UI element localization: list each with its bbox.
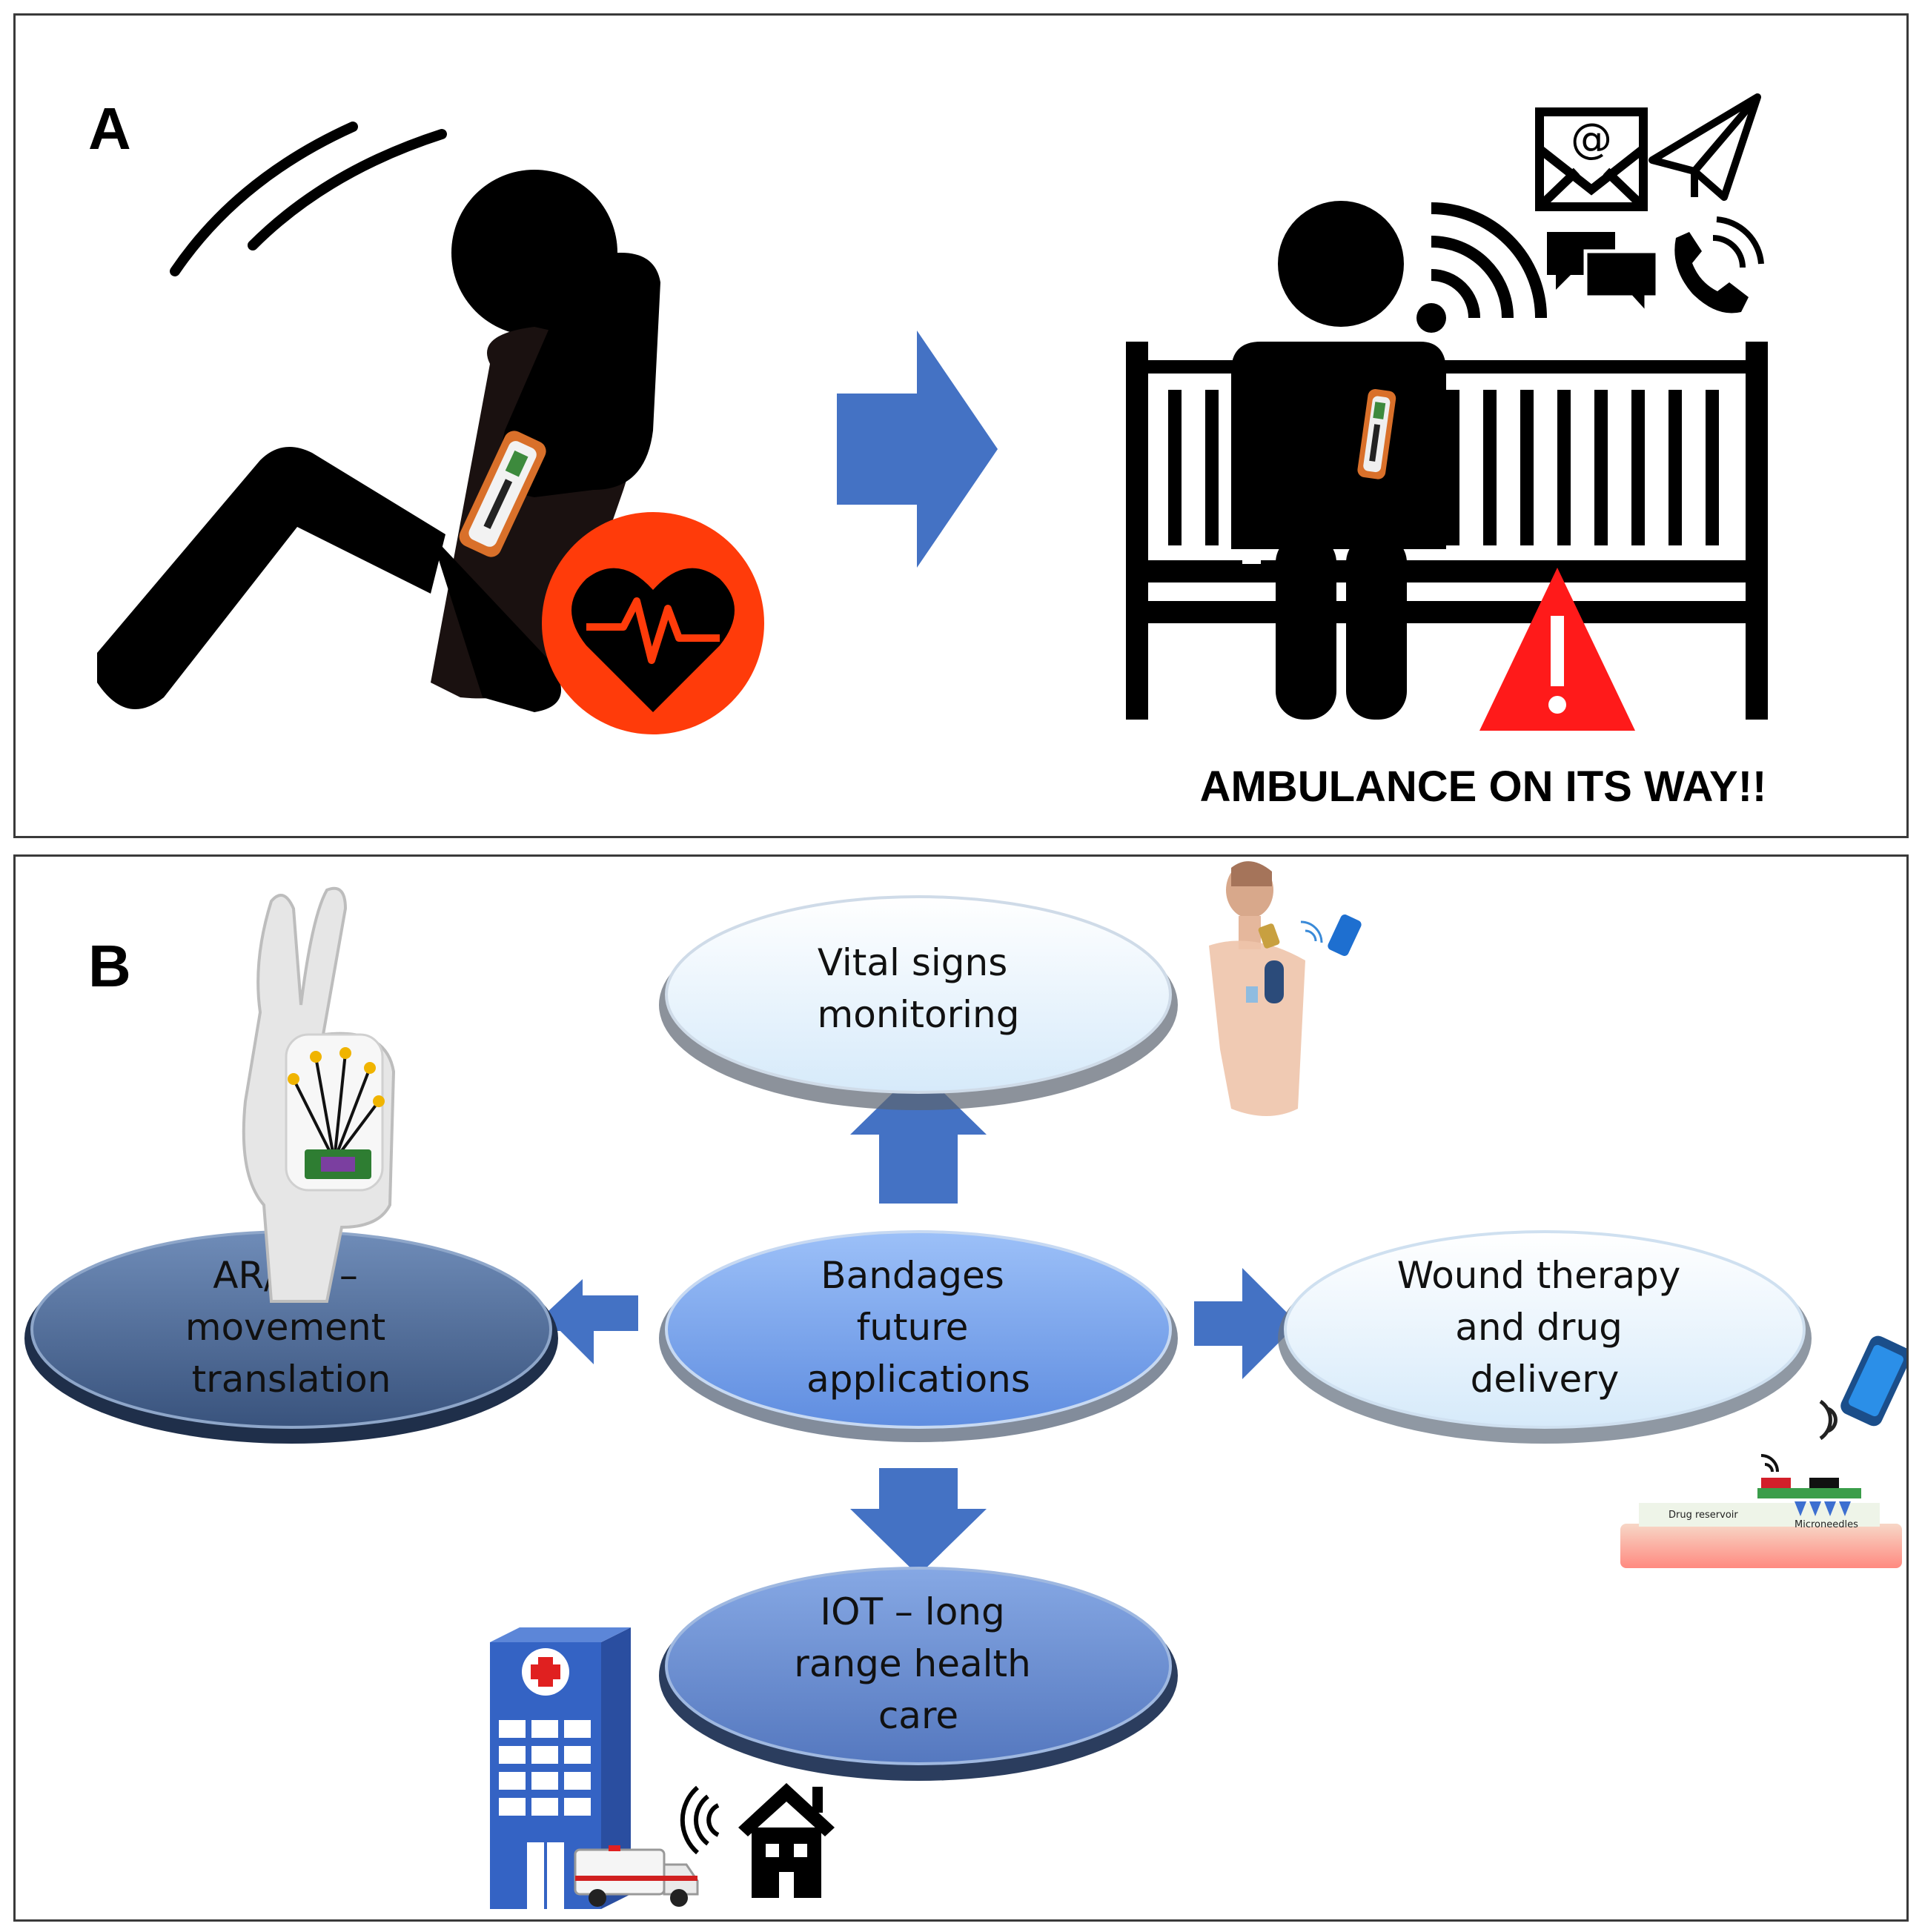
wearable-bandage-icon (1357, 389, 1396, 479)
drug-reservoir-label: Drug reservoir (1669, 1510, 1738, 1521)
svg-text:@: @ (1571, 115, 1612, 163)
panel-a: A (13, 13, 1909, 838)
panel-b-canvas: B Bandages future applications Vital sig… (24, 861, 1906, 1909)
warning-icon (1479, 568, 1635, 731)
motion-lines-icon (170, 122, 447, 276)
phone-call-icon (1674, 216, 1764, 313)
email-icon: @ (1535, 107, 1648, 211)
panel-a-canvas: A (88, 93, 1768, 811)
arrow-down-icon (850, 1468, 987, 1576)
wireless-signal-icon (1416, 202, 1547, 333)
node-wound-therapy: Wound therapy and drug delivery (1278, 1230, 1812, 1444)
wireless-signal-icon (680, 1785, 720, 1855)
smartphone-icon (1300, 914, 1362, 956)
arrow-left-icon (527, 1279, 638, 1364)
microneedles-label: Microneedles (1795, 1519, 1858, 1530)
glove-sensor-icon (242, 886, 396, 1303)
microneedle-patch-icon: Drug reservoir Microneedles (1620, 1454, 1902, 1568)
smartphone-icon (1819, 1335, 1906, 1441)
node-ar-vr: AR/VR – movement translation (24, 1230, 558, 1444)
wearable-bandage-icon (459, 431, 546, 557)
heart-rate-icon (542, 512, 764, 734)
node-iot-text: IOT – long range health care (794, 1590, 1042, 1737)
node-center: Bandages future applications (659, 1230, 1178, 1442)
arrow-right-icon (837, 331, 998, 568)
falling-person-icon (97, 170, 660, 712)
panel-a-label: A (88, 96, 131, 162)
person-wearable-icon (1209, 861, 1305, 1116)
node-vital-signs: Vital signs monitoring (659, 895, 1178, 1110)
node-iot: IOT – long range health care (659, 1567, 1178, 1781)
chat-bubbles-icon (1547, 232, 1660, 319)
arrow-right-icon (1194, 1268, 1298, 1379)
panel-b: B Bandages future applications Vital sig… (13, 854, 1909, 1922)
house-icon (738, 1783, 835, 1898)
alert-text: AMBULANCE ON ITS WAY!! (1200, 763, 1767, 811)
node-wound-therapy-text: Wound therapy and drug delivery (1397, 1254, 1693, 1401)
patient-in-bed-icon (1126, 201, 1768, 720)
node-vital-signs-text: Vital signs monitoring (818, 941, 1020, 1036)
panel-b-label: B (88, 933, 131, 999)
node-center-text: Bandages future applications (806, 1254, 1030, 1401)
hospital-icon (490, 1627, 631, 1909)
paper-plane-icon (1648, 93, 1761, 201)
ambulance-icon (574, 1845, 699, 1907)
